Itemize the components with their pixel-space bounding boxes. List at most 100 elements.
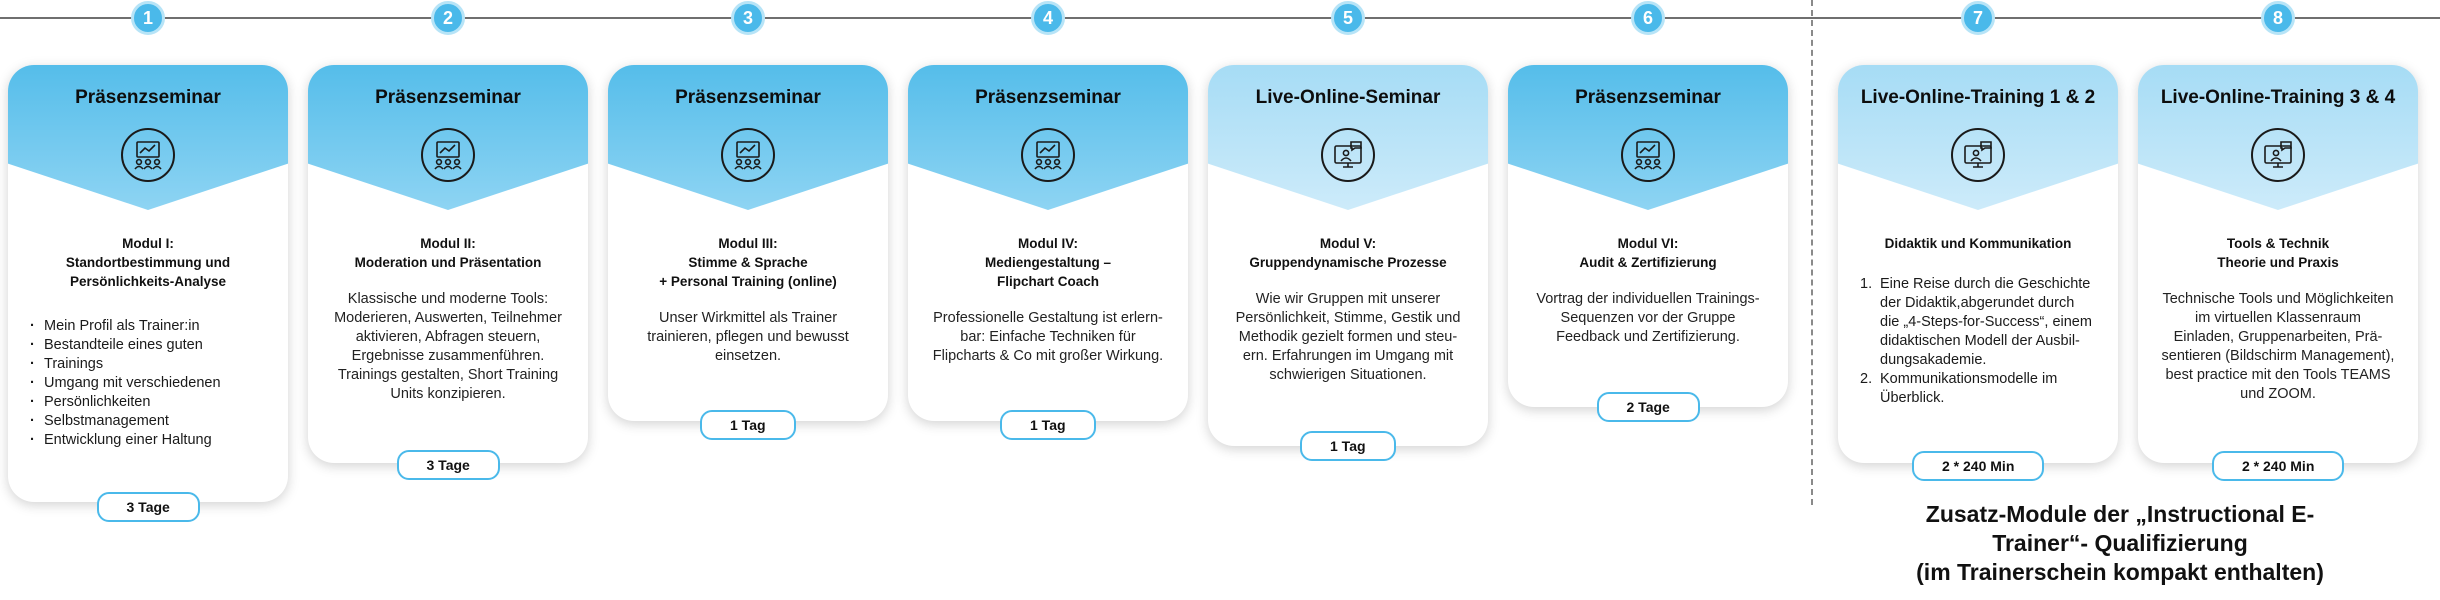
description-line: best practice mit den Tools TEAMS <box>2165 367 2391 383</box>
classroom-presentation-icon <box>421 128 475 182</box>
card-body: Didaktik und Kommunikation 1.Eine Reise d… <box>1838 234 2118 408</box>
duration-badge: 1 Tag <box>1000 410 1096 440</box>
card-header: Live-Online-Training 1 & 2 <box>1838 65 2118 210</box>
description-line: im virtuellen Klassenraum <box>2194 310 2361 326</box>
module-title-line: Theorie und Praxis <box>2217 255 2339 270</box>
timeline-line <box>0 17 2440 19</box>
additional-modules-note: Zusatz-Module der „Instructional E- Trai… <box>1880 500 2360 587</box>
card-header: Präsenzseminar <box>608 65 888 210</box>
card-header: Präsenzseminar <box>8 65 288 210</box>
module-title-line: Modul I: <box>122 236 174 251</box>
step-marker-5: 5 <box>1331 1 1365 35</box>
classroom-presentation-icon <box>121 128 175 182</box>
card-title: Live-Online-Seminar <box>1255 87 1441 108</box>
description-line: Flipcharts & Co mit großer Wirkung. <box>932 348 1164 364</box>
list-item: Umgang mit verschiedenen <box>30 374 266 393</box>
module-title: Modul VI:Audit & Zertifizierung <box>1530 234 1766 272</box>
module-title-line: Flipchart Coach <box>996 274 1099 289</box>
description-line: Professionelle Gestaltung ist erlern- <box>933 310 1163 326</box>
description-line: Methodik gezielt formen und steu- <box>1238 329 1458 345</box>
module-title-line: Modul II: <box>420 236 476 251</box>
description-line: Units konzipieren. <box>390 386 506 402</box>
module-title: Modul IV:Mediengestaltung –Flipchart Coa… <box>930 234 1166 291</box>
module-title-line: Modul VI: <box>1617 236 1679 251</box>
module-title-line: Modul V: <box>1319 236 1377 251</box>
module-description: Vortrag der individuellen Trainings-Sequ… <box>1530 290 1766 347</box>
list-item-line: Überblick. <box>1880 390 1945 406</box>
list-item-line: didaktischen Modell der Ausbil- <box>1880 333 2080 349</box>
module-card-7: Live-Online-Training 1 & 2 Didaktik und K… <box>1838 65 2118 463</box>
online-meeting-icon <box>2251 128 2305 182</box>
module-card-8: Live-Online-Training 3 & 4 Tools & Techni… <box>2138 65 2418 463</box>
list-number: 2. <box>1860 371 1873 387</box>
module-title-line: + Personal Training (online) <box>659 274 837 289</box>
description-line: Ergebnisse zusammenführen. <box>351 348 545 364</box>
online-meeting-icon <box>1951 128 2005 182</box>
card-title: Live-Online-Training 3 & 4 <box>2160 87 2396 108</box>
description-line: Technische Tools und Möglichkeiten <box>2162 291 2394 307</box>
card-header: Live-Online-Seminar <box>1208 65 1488 210</box>
description-line: Feedback und Zertifizierung. <box>1556 329 1740 345</box>
description-line: Klassische und moderne Tools: <box>347 291 549 307</box>
description-line: sentieren (Bildschirm Management), <box>2161 348 2395 364</box>
module-title: Didaktik und Kommunikation <box>1860 234 2096 253</box>
online-meeting-icon <box>1321 128 1375 182</box>
module-title-line: Tools & Technik <box>2226 236 2330 251</box>
step-marker-7: 7 <box>1961 1 1995 35</box>
list-item: Selbstmanagement <box>30 412 266 431</box>
card-title: Präsenzseminar <box>675 87 821 108</box>
module-description: Professionelle Gestaltung ist erlern-bar… <box>930 309 1166 366</box>
duration-badge: 3 Tage <box>396 450 500 480</box>
module-title: Modul II: Moderation und Präsentation <box>330 234 566 272</box>
description-line: Moderieren, Auswerten, Teilnehmer <box>334 310 562 326</box>
description-line: bar: Einfache Techniken für <box>960 329 1136 345</box>
topic-list: Mein Profil als Trainer:inBestandteile e… <box>30 317 266 450</box>
duration-badge: 2 * 240 Min <box>2212 451 2345 481</box>
description-line: Unser Wirkmittel als Trainer <box>658 310 838 326</box>
module-title-line: Didaktik und Kommunikation <box>1884 236 2072 251</box>
module-title-line: Gruppendynamische Prozesse <box>1249 255 1447 270</box>
description-line: einsetzen. <box>714 348 782 364</box>
description-line: und ZOOM. <box>2240 386 2316 402</box>
module-title-line: Modul IV: <box>1018 236 1078 251</box>
classroom-presentation-icon <box>1621 128 1675 182</box>
card-title: Präsenzseminar <box>1575 87 1721 108</box>
module-title-line: Moderation und Präsentation <box>354 255 542 270</box>
list-item: Mein Profil als Trainer:in <box>30 317 266 336</box>
card-body: Modul III:Stimme & Sprache+ Personal Tra… <box>608 234 888 366</box>
description-line: aktivieren, Abfragen steuern, <box>355 329 541 345</box>
module-title: Modul V: Gruppendynamische Prozesse <box>1230 234 1466 272</box>
card-header: Live-Online-Training 3 & 4 <box>2138 65 2418 210</box>
description-line: trainieren, pflegen und bewusst <box>647 329 849 345</box>
module-description: Klassische und moderne Tools: Moderieren,… <box>330 290 566 404</box>
list-number: 1. <box>1860 276 1873 292</box>
description-line: schwierigen Situationen. <box>1269 367 1427 383</box>
step-marker-1: 1 <box>131 1 165 35</box>
duration-badge: 1 Tag <box>700 410 796 440</box>
card-header: Präsenzseminar <box>1508 65 1788 210</box>
list-item: 2. Kommunikationsmodelle im Überblick. <box>1860 370 2096 408</box>
description-line: Sequenzen vor der Gruppe <box>1560 310 1736 326</box>
card-title: Live-Online-Training 1 & 2 <box>1860 87 2096 108</box>
module-description: Unser Wirkmittel als Trainer trainieren, … <box>630 309 866 366</box>
list-item-line: Kommunikationsmodelle im <box>1880 371 2058 387</box>
footer-line: Zusatz-Module der „Instructional E- <box>1925 501 2315 527</box>
card-header: Präsenzseminar <box>308 65 588 210</box>
step-marker-2: 2 <box>431 1 465 35</box>
card-header: Präsenzseminar <box>908 65 1188 210</box>
card-title: Präsenzseminar <box>975 87 1121 108</box>
description-line: Trainings gestalten, Short Training <box>337 367 559 383</box>
description-line: ern. Erfahrungen im Umgang mit <box>1242 348 1454 364</box>
